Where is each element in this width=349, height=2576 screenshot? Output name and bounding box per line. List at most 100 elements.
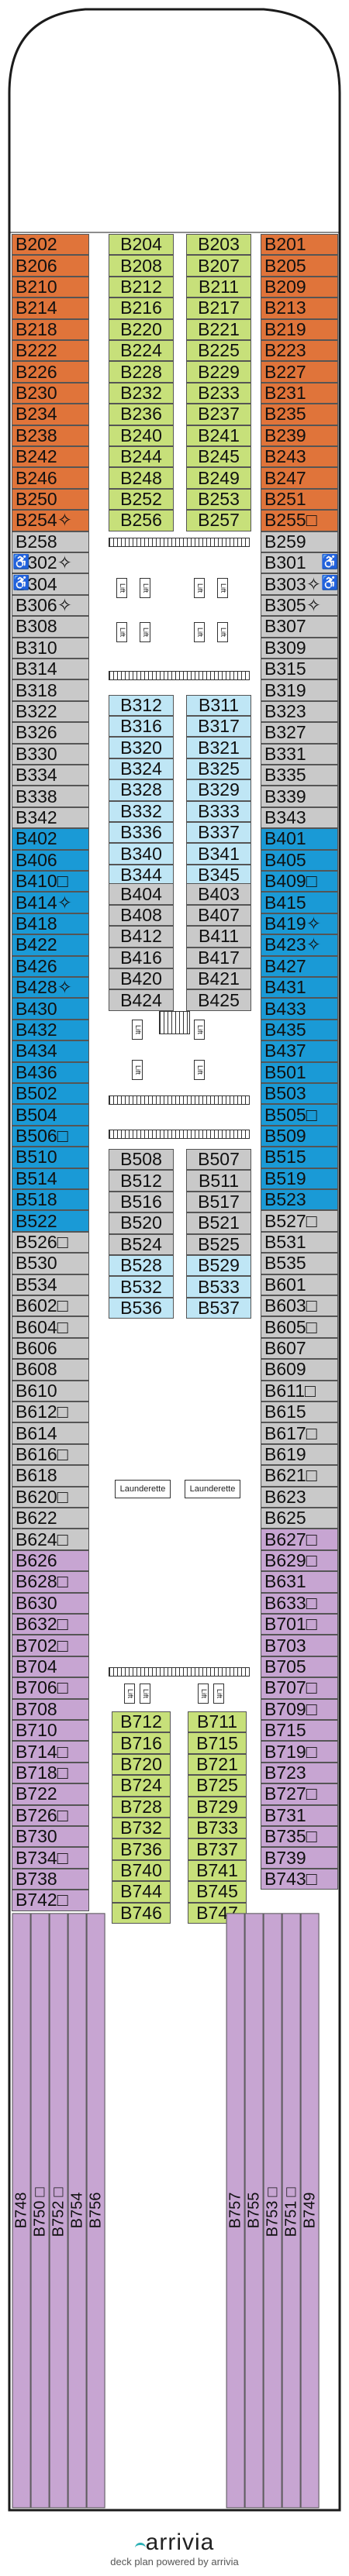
- cabin-b619[interactable]: B619: [261, 1443, 338, 1466]
- cabin-b401[interactable]: B401: [261, 828, 338, 850]
- cabin-b249[interactable]: B249: [186, 467, 251, 489]
- cabin-b527[interactable]: B527□: [261, 1210, 338, 1232]
- cabin-b259[interactable]: B259: [261, 531, 338, 552]
- cabin-b721[interactable]: B721: [188, 1753, 247, 1776]
- cabin-b208[interactable]: B208: [109, 255, 174, 277]
- cabin-b623[interactable]: B623: [261, 1486, 338, 1508]
- cabin-b424[interactable]: B424: [109, 989, 174, 1011]
- cabin-b711[interactable]: B711: [188, 1711, 247, 1733]
- cabin-b604[interactable]: B604□: [12, 1316, 89, 1338]
- cabin-b206[interactable]: B206: [12, 255, 89, 277]
- cabin-b338[interactable]: B338: [12, 786, 89, 807]
- cabin-b707[interactable]: B707□: [261, 1677, 338, 1699]
- cabin-b621[interactable]: B621□: [261, 1465, 338, 1487]
- cabin-b339[interactable]: B339: [261, 786, 338, 807]
- cabin-b256[interactable]: B256: [109, 510, 174, 531]
- cabin-b532[interactable]: B532: [109, 1276, 174, 1298]
- cabin-b756[interactable]: B756: [87, 1912, 105, 2508]
- cabin-b430[interactable]: B430: [12, 998, 89, 1020]
- cabin-b337[interactable]: B337: [186, 821, 251, 844]
- cabin-b250[interactable]: B250: [12, 488, 89, 511]
- cabin-b601[interactable]: B601: [261, 1274, 338, 1295]
- cabin-b418[interactable]: B418: [12, 913, 89, 935]
- cabin-b626[interactable]: B626: [12, 1549, 89, 1572]
- cabin-b246[interactable]: B246: [12, 467, 89, 489]
- cabin-b222[interactable]: B222: [12, 340, 89, 362]
- cabin-b503[interactable]: B503: [261, 1083, 338, 1105]
- cabin-b729[interactable]: B729: [188, 1796, 247, 1818]
- cabin-b243[interactable]: B243: [261, 446, 338, 468]
- cabin-b217[interactable]: B217: [186, 297, 251, 319]
- cabin-b617[interactable]: B617□: [261, 1422, 338, 1444]
- cabin-b302[interactable]: B302✧: [12, 552, 89, 574]
- cabin-b201[interactable]: B201: [261, 234, 338, 256]
- cabin-b247[interactable]: B247: [261, 467, 338, 489]
- cabin-b211[interactable]: B211: [186, 276, 251, 298]
- cabin-b702[interactable]: B702□: [12, 1635, 89, 1656]
- cabin-b417[interactable]: B417: [186, 947, 251, 969]
- cabin-b757[interactable]: B757: [226, 1912, 245, 2508]
- cabin-b241[interactable]: B241: [186, 425, 251, 446]
- cabin-b319[interactable]: B319: [261, 679, 338, 701]
- cabin-b632[interactable]: B632□: [12, 1614, 89, 1635]
- cabin-b331[interactable]: B331: [261, 743, 338, 765]
- cabin-b627[interactable]: B627□: [261, 1529, 338, 1550]
- cabin-b727[interactable]: B727□: [261, 1783, 338, 1805]
- cabin-b524[interactable]: B524: [109, 1233, 174, 1255]
- cabin-b738[interactable]: B738: [12, 1868, 89, 1890]
- cabin-b435[interactable]: B435: [261, 1019, 338, 1041]
- cabin-b720[interactable]: B720: [112, 1753, 171, 1776]
- cabin-b710[interactable]: B710: [12, 1720, 89, 1742]
- cabin-b252[interactable]: B252: [109, 488, 174, 511]
- cabin-b315[interactable]: B315: [261, 659, 338, 680]
- cabin-b509[interactable]: B509: [261, 1125, 338, 1147]
- cabin-b329[interactable]: B329: [186, 779, 251, 801]
- cabin-b242[interactable]: B242: [12, 446, 89, 468]
- cabin-b312[interactable]: B312: [109, 694, 174, 716]
- cabin-b537[interactable]: B537: [186, 1297, 251, 1319]
- cabin-b404[interactable]: B404: [109, 883, 174, 905]
- cabin-b414[interactable]: B414✧: [12, 892, 89, 913]
- cabin-b425[interactable]: B425: [186, 989, 251, 1011]
- cabin-b253[interactable]: B253: [186, 488, 251, 511]
- cabin-b746[interactable]: B746: [112, 1902, 171, 1924]
- cabin-b421[interactable]: B421: [186, 968, 251, 990]
- cabin-b308[interactable]: B308: [12, 616, 89, 638]
- cabin-b502[interactable]: B502: [12, 1083, 89, 1105]
- cabin-b428[interactable]: B428✧: [12, 977, 89, 999]
- cabin-b716[interactable]: B716: [112, 1732, 171, 1754]
- cabin-b625[interactable]: B625: [261, 1508, 338, 1529]
- cabin-b303[interactable]: B303✧: [261, 573, 338, 595]
- cabin-b235[interactable]: B235: [261, 404, 338, 425]
- cabin-b605[interactable]: B605□: [261, 1316, 338, 1338]
- cabin-b213[interactable]: B213: [261, 297, 338, 319]
- cabin-b237[interactable]: B237: [186, 404, 251, 425]
- cabin-b236[interactable]: B236: [109, 404, 174, 425]
- cabin-b227[interactable]: B227: [261, 361, 338, 383]
- cabin-b521[interactable]: B521: [186, 1212, 251, 1234]
- cabin-b202[interactable]: B202: [12, 234, 89, 256]
- cabin-b324[interactable]: B324: [109, 758, 174, 780]
- cabin-b628[interactable]: B628□: [12, 1571, 89, 1593]
- cabin-b622[interactable]: B622: [12, 1508, 89, 1529]
- cabin-b728[interactable]: B728: [112, 1796, 171, 1818]
- cabin-b220[interactable]: B220: [109, 318, 174, 340]
- cabin-b410[interactable]: B410□: [12, 871, 89, 892]
- cabin-b718[interactable]: B718□: [12, 1762, 89, 1784]
- cabin-b229[interactable]: B229: [186, 361, 251, 383]
- cabin-b508[interactable]: B508: [109, 1148, 174, 1171]
- cabin-b408[interactable]: B408: [109, 904, 174, 927]
- cabin-b311[interactable]: B311: [186, 694, 251, 716]
- cabin-b612[interactable]: B612□: [12, 1401, 89, 1423]
- cabin-b251[interactable]: B251: [261, 488, 338, 511]
- cabin-b719[interactable]: B719□: [261, 1741, 338, 1763]
- cabin-b333[interactable]: B333: [186, 800, 251, 822]
- cabin-b309[interactable]: B309: [261, 637, 338, 659]
- cabin-b328[interactable]: B328: [109, 779, 174, 801]
- cabin-b514[interactable]: B514: [12, 1168, 89, 1189]
- cabin-b327[interactable]: B327: [261, 722, 338, 744]
- cabin-b332[interactable]: B332: [109, 800, 174, 822]
- cabin-b336[interactable]: B336: [109, 821, 174, 844]
- cabin-b602[interactable]: B602□: [12, 1295, 89, 1317]
- cabin-b434[interactable]: B434: [12, 1040, 89, 1062]
